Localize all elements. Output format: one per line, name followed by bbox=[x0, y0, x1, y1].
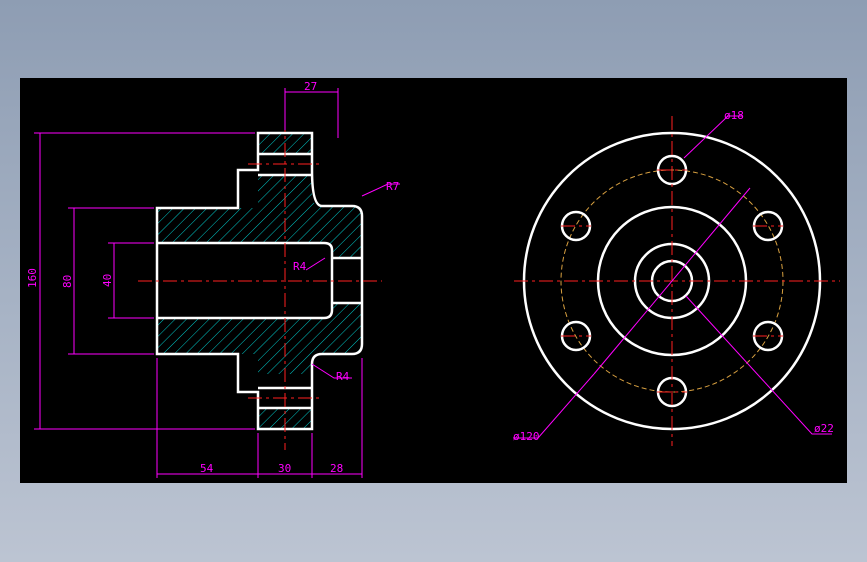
dim-len-a: 54 bbox=[200, 462, 214, 475]
side-view: 27 160 80 40 54 30 28 R7 R4 R4 bbox=[26, 80, 400, 478]
side-dimensions bbox=[34, 88, 400, 478]
dim-outer-dia: ø120 bbox=[513, 430, 540, 443]
radius-inner-fillet: R4 bbox=[293, 260, 307, 273]
dim-bore-dia: 40 bbox=[101, 274, 114, 287]
dim-front-bore-dia: ø22 bbox=[814, 422, 834, 435]
bore-outline bbox=[157, 241, 334, 320]
dim-len-b: 30 bbox=[278, 462, 291, 475]
end-bore-outline bbox=[332, 256, 362, 305]
radius-lower-fillet: R4 bbox=[336, 370, 350, 383]
dim-hole-dia: ø18 bbox=[724, 109, 744, 122]
cad-drawing-canvas: 27 160 80 40 54 30 28 R7 R4 R4 bbox=[20, 78, 847, 483]
part-outline bbox=[155, 131, 364, 431]
front-view: ø18 ø120 ø22 bbox=[513, 109, 840, 446]
front-centerlines bbox=[514, 116, 840, 446]
dim-overall-height: 160 bbox=[26, 268, 39, 288]
front-dimensions bbox=[513, 115, 832, 439]
dim-hub-dia: 80 bbox=[61, 275, 74, 288]
section-hatch-lower bbox=[157, 303, 362, 374]
cad-drawing: 27 160 80 40 54 30 28 R7 R4 R4 bbox=[26, 80, 840, 478]
radius-outer-corner: R7 bbox=[386, 180, 399, 193]
dim-top-width: 27 bbox=[304, 80, 317, 93]
section-hatch-upper bbox=[157, 175, 362, 258]
side-centerlines bbox=[138, 93, 382, 450]
dim-len-c: 28 bbox=[330, 462, 343, 475]
